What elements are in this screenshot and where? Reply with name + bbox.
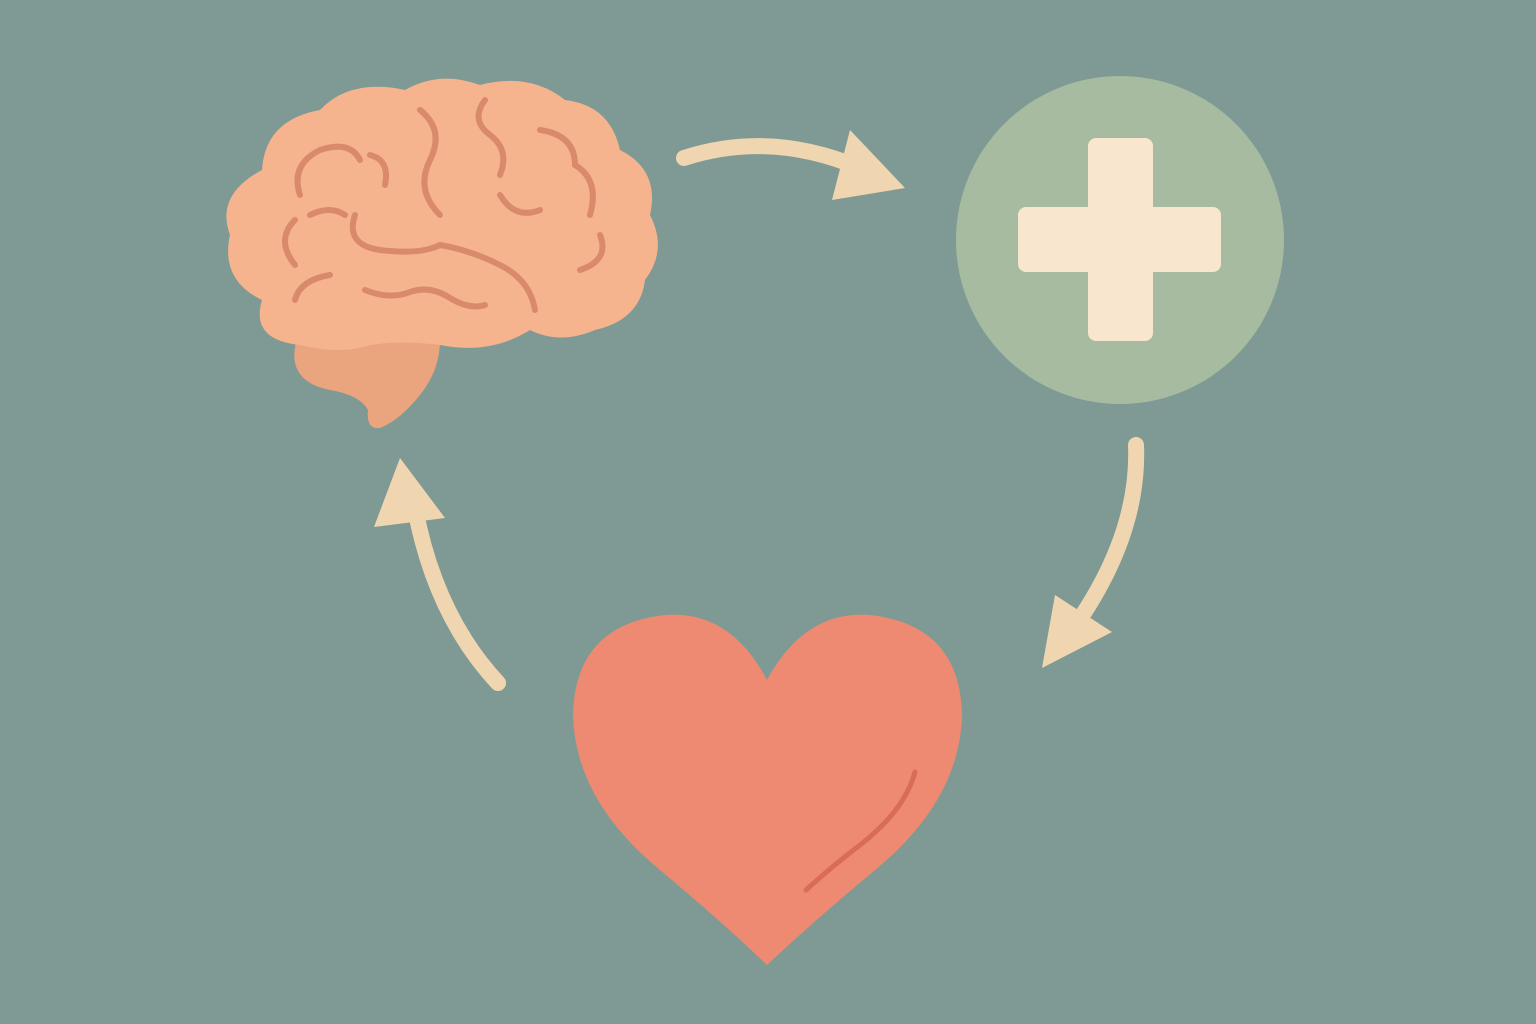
- brain-stem: [294, 330, 440, 429]
- arrowhead-right-icon: [832, 130, 905, 200]
- heart-icon: [573, 614, 962, 965]
- medical-cross-icon: [956, 76, 1284, 404]
- arrowheads: [374, 130, 1112, 668]
- brain-folds: [282, 97, 606, 313]
- brain-icon: [226, 78, 658, 429]
- arrowhead-up-icon: [374, 458, 445, 527]
- heart-shape: [573, 614, 962, 965]
- arrowhead-down-icon: [1042, 595, 1112, 668]
- cross-horizontal: [1018, 207, 1221, 272]
- heart-highlight: [803, 769, 918, 893]
- arrow-brain-to-cross: [676, 138, 868, 176]
